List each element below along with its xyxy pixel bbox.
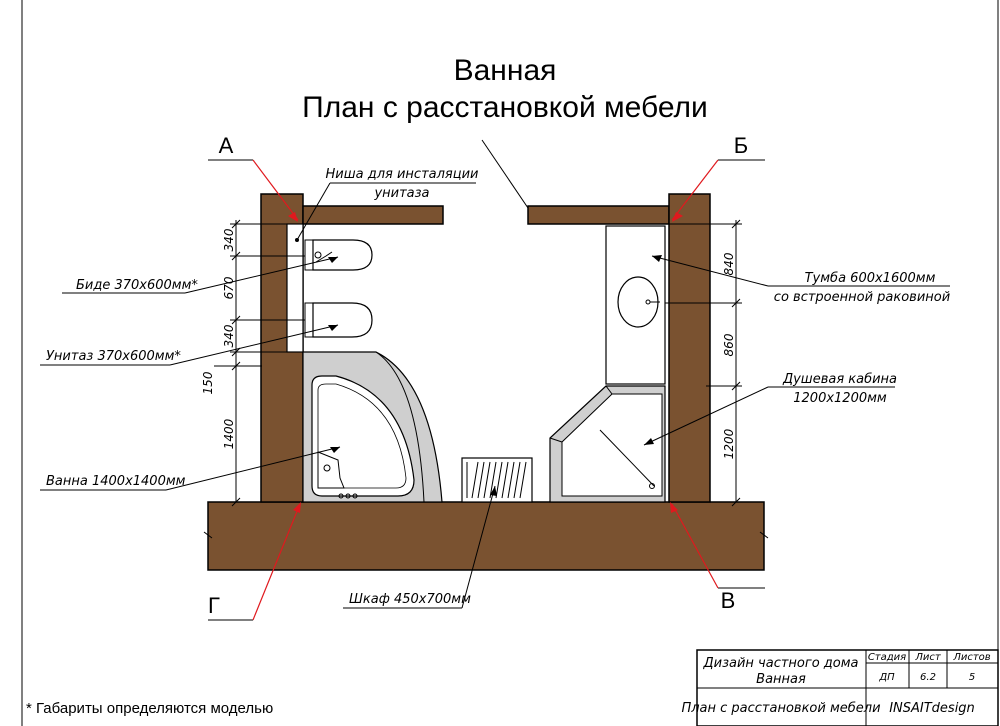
dim-left-2: 670 [222, 276, 236, 299]
dim-left-5: 1400 [222, 418, 236, 449]
installation-niche [286, 223, 304, 353]
section-marks: А Б В Г [208, 133, 765, 621]
top-wall-left [302, 205, 444, 225]
callout-shower-line1: Душевая кабина [782, 372, 897, 387]
footnote: * Габариты определяются моделью [26, 700, 273, 717]
callout-toilet: Унитаз 370х600мм* [46, 349, 181, 364]
dim-left-4: 150 [201, 371, 215, 394]
door-swing-line [481, 139, 529, 209]
walls [203, 139, 769, 571]
callout-niche-line1: Ниша для инсталяции [326, 167, 479, 182]
title-block-sheet-value: 6.2 [920, 672, 936, 683]
title-block-stage-value: ДП [878, 672, 895, 683]
dim-right-2: 860 [722, 333, 736, 356]
title-block-sheets-header: Листов [952, 652, 990, 663]
toilet [304, 302, 373, 338]
shower-cabin [549, 385, 666, 503]
title-block-sheet-header: Лист [914, 652, 942, 663]
section-mark-a: А [219, 133, 234, 158]
corner-bath [302, 351, 443, 503]
section-mark-v: В [721, 588, 736, 613]
section-mark-g: Г [208, 593, 220, 618]
dim-left-3: 340 [222, 324, 236, 347]
callout-vanity-line1: Тумба 600х1600мм [805, 271, 936, 286]
title-block-sheet-title: План с расстановкой мебели [681, 701, 880, 716]
dim-left-1: 340 [222, 228, 236, 251]
drawing-title-line1: Ванная [454, 54, 557, 87]
title-block-sheets-value: 5 [969, 672, 975, 683]
title-block: Дизайн частного дома Ванная План с расст… [681, 649, 999, 726]
callout-shower-line2: 1200х1200мм [793, 391, 887, 406]
wardrobe [461, 457, 533, 503]
dim-right-1: 840 [722, 252, 736, 275]
title-block-project-line2: Ванная [756, 672, 806, 687]
callout-bath: Ванна 1400х1400мм [46, 474, 186, 489]
title-block-company: INSAITdesign [889, 701, 975, 716]
dim-right-3: 1200 [722, 428, 736, 459]
section-mark-b: Б [734, 133, 748, 158]
callouts: Ниша для инсталяции унитаза Биде 370х600… [40, 167, 950, 609]
dimensions-right: 840 860 1200 [665, 219, 742, 507]
right-wall [668, 193, 711, 503]
bidet [304, 239, 373, 271]
vanity-with-sink [605, 225, 666, 385]
callout-bidet: Биде 370х600мм* [76, 278, 198, 293]
title-block-stage-header: Стадия [868, 652, 906, 663]
bottom-wall [207, 501, 765, 571]
drawing-title-line2: План с расстановкой мебели [302, 91, 708, 124]
callout-wardrobe: Шкаф 450х700мм [349, 592, 471, 607]
top-wall-right [527, 205, 670, 225]
callout-vanity-line2: со встроенной раковиной [774, 290, 950, 305]
callout-niche-line2: унитаза [373, 186, 429, 201]
title-block-project-line1: Дизайн частного дома [702, 656, 858, 671]
